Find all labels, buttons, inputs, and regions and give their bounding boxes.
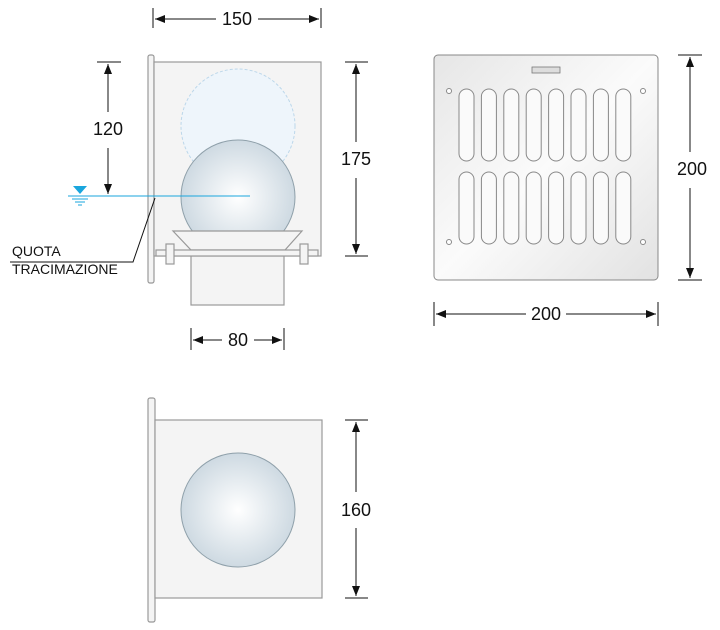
grate-slot [503, 171, 520, 245]
label-tracimazione: TRACIMAZIONE [12, 261, 118, 277]
grate-slot [615, 88, 632, 162]
grate-slot [503, 88, 520, 162]
dimension-200-vertical: 200 [677, 54, 707, 281]
dimension-150: 150 [152, 8, 322, 29]
label-quota: QUOTA [12, 243, 61, 259]
bolt-right [299, 243, 309, 265]
grate-slot [548, 88, 565, 162]
screw-hole [446, 88, 452, 94]
grate-slot [570, 171, 587, 245]
svg-text:80: 80 [228, 330, 248, 350]
grate-slot [615, 171, 632, 245]
grate-slot [592, 171, 609, 245]
dimension-175: 175 [341, 61, 371, 257]
funnel-seat [171, 230, 304, 251]
dimension-120: 120 [93, 61, 123, 194]
grate-slots [458, 88, 632, 245]
svg-text:200: 200 [531, 304, 561, 324]
grate-slot [458, 171, 475, 245]
brand-logo [531, 66, 561, 74]
dimension-80: 80 [190, 328, 285, 350]
mounting-flange [147, 54, 155, 284]
screw-hole [640, 88, 646, 94]
screw-hole [446, 239, 452, 245]
base-plate [155, 249, 319, 257]
grate-slot [525, 88, 542, 162]
grate-slot [570, 88, 587, 162]
dimension-200-horizontal: 200 [433, 302, 659, 326]
grate-slot [480, 171, 497, 245]
svg-text:150: 150 [222, 9, 252, 29]
outlet-pipe [190, 255, 285, 306]
grate-slot [458, 88, 475, 162]
leader-line [10, 197, 156, 263]
float-ball [180, 452, 296, 568]
dimension-160: 160 [341, 419, 371, 599]
grate-view: 200 200 [433, 54, 707, 326]
front-view: 160 [147, 397, 371, 623]
svg-text:160: 160 [341, 500, 371, 520]
grate-slot [548, 171, 565, 245]
bolt-left [165, 243, 175, 265]
grate-slot [592, 88, 609, 162]
side-view-section: QUOTA TRACIMAZIONE 150 120 175 80 [10, 8, 371, 350]
grate-slot [525, 171, 542, 245]
svg-text:200: 200 [677, 159, 707, 179]
grate-slot [480, 88, 497, 162]
svg-text:120: 120 [93, 119, 123, 139]
svg-text:175: 175 [341, 149, 371, 169]
water-level-icon [72, 186, 88, 206]
screw-hole [640, 239, 646, 245]
mounting-flange [147, 397, 156, 623]
